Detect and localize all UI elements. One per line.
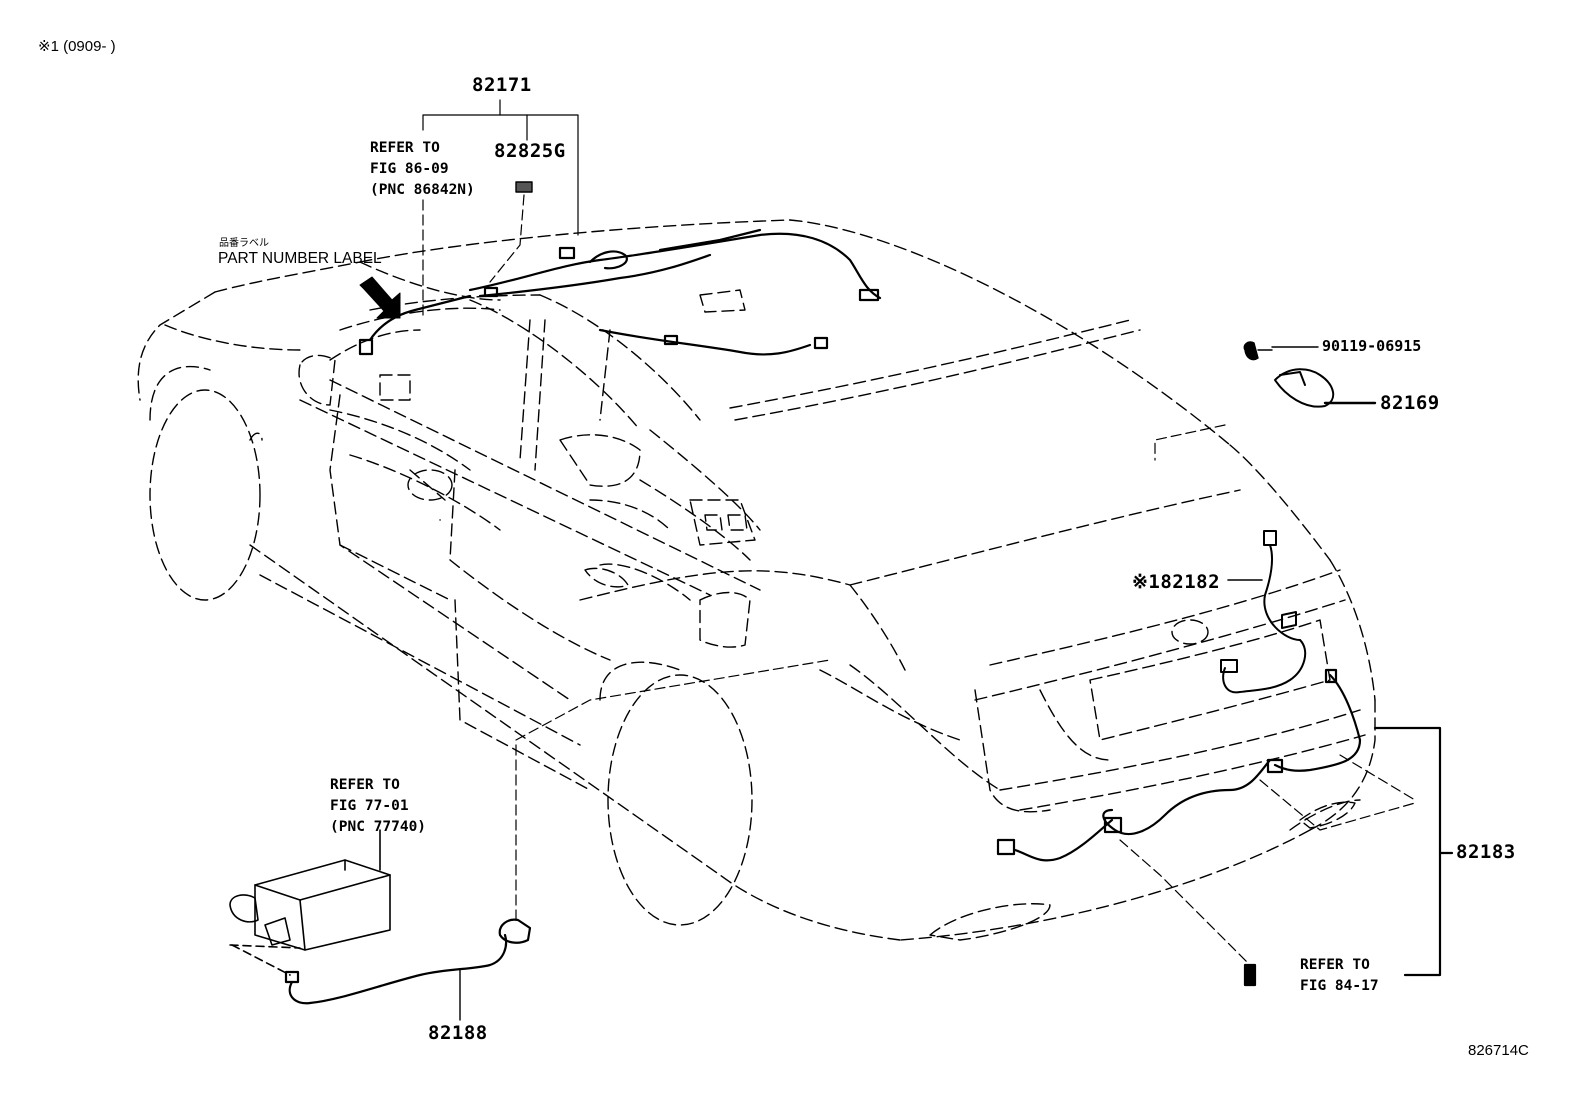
leader-lines-top [422,99,579,321]
part-number-82825g[interactable]: 82825G [494,140,566,162]
refer-line-3: (PNC 86842N) [370,182,475,198]
refer-line-1: REFER TO [330,777,400,793]
part-number-82188[interactable]: 82188 [428,1022,488,1044]
refer-fig-86-09[interactable]: REFER TO FIG 86-09 (PNC 86842N) [370,138,475,201]
refer-fig-84-17[interactable]: REFER TO FIG 84-17 [1300,955,1379,997]
part-number-82183[interactable]: 82183 [1456,841,1516,863]
refer-line-1: REFER TO [1300,957,1370,973]
harness-82182 [1220,530,1307,694]
car-body-outline [137,219,1376,941]
wire-harness-82171 [358,228,882,356]
refer-line-2: FIG 84-17 [1300,978,1379,994]
charcoal-canister [229,829,391,976]
screw-90119 [1243,341,1319,361]
part-number-82171[interactable]: 82171 [472,74,532,96]
part-number-82182[interactable]: ※182182 [1132,571,1221,593]
refer-line-3: (PNC 77740) [330,819,427,835]
refer-line-2: FIG 86-09 [370,161,449,177]
diagram-code: 826714C [1468,1042,1529,1059]
clip-82825g [515,181,533,193]
japanese-part-label: 品番ラベル [219,238,269,249]
revision-note: ※1 (0909- ) [38,38,116,55]
part-number-90119-06915[interactable]: 90119-06915 [1322,337,1422,355]
part-number-label-text: PART NUMBER LABEL [218,250,382,267]
part-number-arrow [359,276,401,319]
harness-82188 [284,659,831,1021]
harness-82183 [996,668,1454,987]
refer-line-2: FIG 77-01 [330,798,409,814]
refer-fig-77-01[interactable]: REFER TO FIG 77-01 (PNC 77740) [330,775,426,838]
sensor-82169 [1154,368,1377,461]
refer-line-1: REFER TO [370,140,440,156]
part-number-82169[interactable]: 82169 [1380,392,1440,414]
